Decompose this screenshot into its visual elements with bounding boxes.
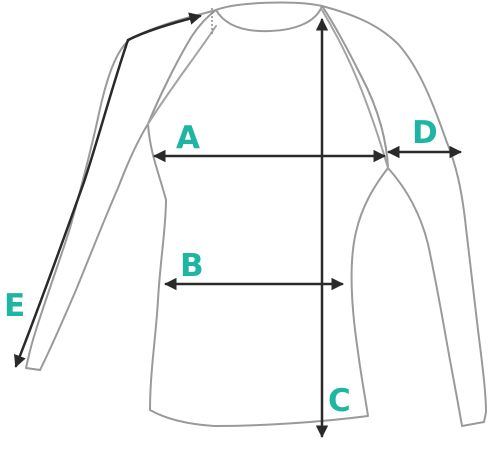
label-d: D — [412, 115, 438, 151]
label-a: A — [176, 120, 200, 156]
shirt-illustration — [26, 3, 486, 426]
label-b: B — [180, 248, 204, 284]
label-c: C — [328, 383, 351, 419]
label-e: E — [4, 288, 25, 324]
